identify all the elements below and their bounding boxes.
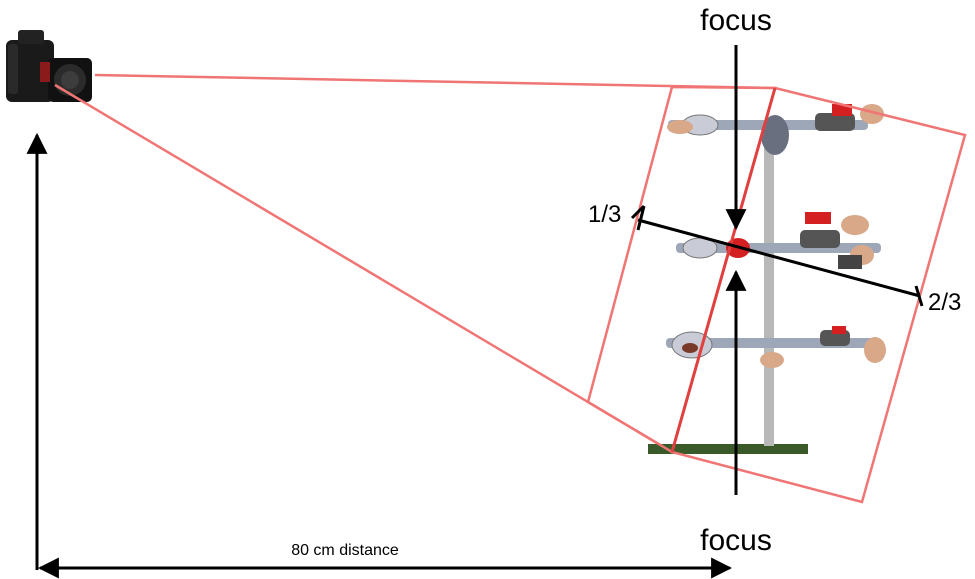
focus-label-top: focus: [700, 4, 772, 37]
third-label-left: 1/3: [588, 201, 621, 228]
specimen-rack-icon: [648, 104, 886, 454]
frustum-back-rect: [586, 85, 777, 454]
camera-icon: [6, 30, 92, 102]
specimen-arm-top: [667, 104, 884, 155]
third-label-right: 2/3: [928, 289, 961, 316]
specimen-arm-middle: [676, 212, 881, 269]
depth-of-field-line: [630, 204, 924, 307]
distance-label: 80 cm distance: [291, 542, 399, 559]
focal-plane-line: [670, 87, 777, 453]
specimen-arm-bottom: [666, 326, 886, 368]
focus-label-bottom: focus: [700, 524, 772, 557]
view-cone: [54, 73, 776, 454]
